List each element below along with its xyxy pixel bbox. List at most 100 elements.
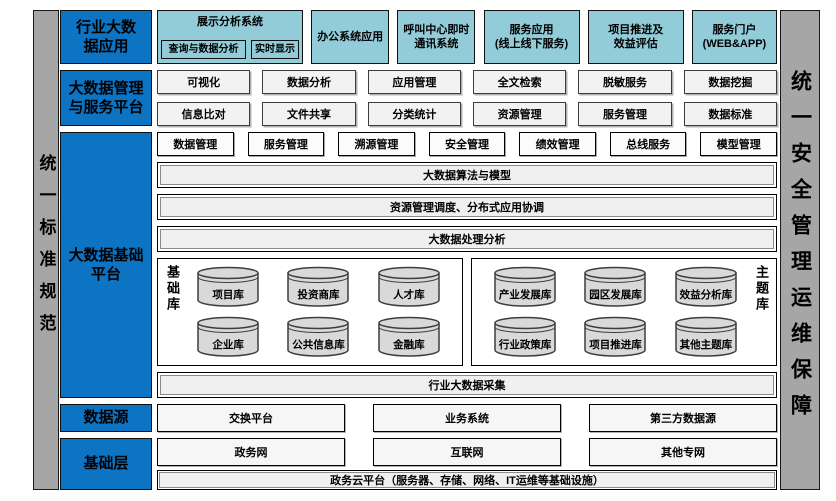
database-cylinder-icon xyxy=(287,267,350,307)
category-applications: 行业大数 据应用 xyxy=(60,10,152,64)
theme-database-group: 产业发展库 园区发展库 效益分析库 xyxy=(471,258,777,366)
database-investor-label: 投资商库 xyxy=(297,289,340,302)
band-datasource: 数据源 交换平台 业务系统 第三方数据源 xyxy=(60,404,777,432)
networks-row: 政务网 互联网 其他专网 xyxy=(157,438,777,466)
management-boxes-row: 数据管理 服务管理 溯源管理 安全管理 绩效管理 总线服务 模型管理 xyxy=(157,132,778,156)
database-other-themes: 其他主题库 xyxy=(674,316,738,358)
bar-government-cloud-label: 政务云平台（服务器、存储、网络、IT运维等基础设施） xyxy=(159,472,775,488)
database-cylinder-icon xyxy=(675,267,737,307)
service-box-file-sharing: 文件共享 xyxy=(262,102,356,126)
source-box-exchange-platform: 交换平台 xyxy=(157,404,345,432)
database-finance: 金融库 xyxy=(377,316,441,358)
database-cylinder-icon xyxy=(584,267,647,307)
database-park-development: 园区发展库 xyxy=(583,266,647,308)
mgmt-box-traceability-management: 溯源管理 xyxy=(338,132,415,156)
database-cylinder-icon xyxy=(197,267,259,307)
database-project-promotion-label: 项目推进库 xyxy=(589,338,642,351)
left-rail-label: 统一标准规范 xyxy=(36,154,56,346)
category-foundation: 大数据基础 平台 xyxy=(60,132,152,398)
bar-government-cloud: 政务云平台（服务器、存储、网络、IT运维等基础设施） xyxy=(157,470,777,490)
bar-data-collection: 行业大数据采集 xyxy=(157,372,777,398)
bar-data-collection-label: 行业大数据采集 xyxy=(160,375,774,395)
database-enterprise: 企业库 xyxy=(196,316,260,358)
database-other-themes-label: 其他主题库 xyxy=(679,338,733,351)
service-box-data-standard: 数据标准 xyxy=(683,102,777,126)
service-box-info-compare: 信息比对 xyxy=(157,102,251,126)
display-analysis-subs: 查询与数据分析 实时显示 xyxy=(161,40,299,59)
theme-database-grid: 产业发展库 园区发展库 效益分析库 xyxy=(480,265,751,359)
datasource-row: 交换平台 业务系统 第三方数据源 xyxy=(157,404,777,432)
database-groups-row: 基础库 项目库 投资商库 xyxy=(157,258,777,366)
foundation-content: 数据管理 服务管理 溯源管理 安全管理 绩效管理 总线服务 模型管理 大数据算法… xyxy=(157,132,778,398)
band-platform-services: 大数据管理 与服务平台 可视化 数据分析 应用管理 全文检索 脱敏服务 数据挖掘… xyxy=(60,70,777,126)
band-infrastructure: 基础层 政务网 互联网 其他专网 政务云平台（服务器、存储、网络、IT运维等基础… xyxy=(60,438,777,490)
sub-box-realtime-display: 实时显示 xyxy=(251,40,299,59)
database-cylinder-icon xyxy=(378,316,440,357)
band-foundation-platform: 大数据基础 平台 数据管理 服务管理 溯源管理 安全管理 绩效管理 总线服务 模… xyxy=(60,132,778,398)
category-infrastructure: 基础层 xyxy=(60,438,152,490)
mgmt-box-security-management: 安全管理 xyxy=(428,132,506,156)
theme-database-label: 主题库 xyxy=(754,265,769,313)
app-box-display-analysis: 展示分析系统 查询与数据分析 实时显示 xyxy=(157,10,303,64)
diagram-body: 行业大数 据应用 展示分析系统 查询与数据分析 实时显示 办公系统应用 呼叫中心… xyxy=(60,10,778,490)
service-box-classification-stats: 分类统计 xyxy=(367,102,461,126)
right-rail-security-ops: 统一安全管理运维保障 xyxy=(780,10,820,490)
database-investor: 投资商库 xyxy=(286,266,350,308)
service-box-visualization: 可视化 xyxy=(157,70,251,94)
service-box-fulltext-search: 全文检索 xyxy=(473,70,567,94)
app-box-call-center: 呼叫中心即时 通讯系统 xyxy=(397,10,476,64)
infrastructure-content: 政务网 互联网 其他专网 政务云平台（服务器、存储、网络、IT运维等基础设施） xyxy=(157,438,777,490)
left-rail-unified-standards: 统一标准规范 xyxy=(33,10,59,490)
app-box-service-app: 服务应用 (线上线下服务) xyxy=(483,10,580,64)
database-cylinder-icon xyxy=(197,316,259,357)
right-rail-label: 统一安全管理运维保障 xyxy=(788,70,812,430)
network-box-government: 政务网 xyxy=(157,438,345,466)
service-box-app-management: 应用管理 xyxy=(367,70,461,94)
network-box-internet: 互联网 xyxy=(373,438,561,466)
app-box-service-portal: 服务门户 (WEB&APP) xyxy=(691,10,777,64)
database-talent-label: 人才库 xyxy=(393,289,425,302)
bar-resource-scheduling: 资源管理调度、分布式应用协调 xyxy=(157,194,777,220)
app-box-project-evaluation: 项目推进及 效益评估 xyxy=(587,10,684,64)
band-applications: 行业大数 据应用 展示分析系统 查询与数据分析 实时显示 办公系统应用 呼叫中心… xyxy=(60,10,777,64)
database-industry-development: 产业发展库 xyxy=(493,266,557,308)
bar-processing-analysis: 大数据处理分析 xyxy=(157,226,777,252)
category-datasource: 数据源 xyxy=(60,404,152,432)
display-analysis-title: 展示分析系统 xyxy=(197,16,263,28)
database-cylinder-icon xyxy=(494,316,556,357)
service-box-resource-management: 资源管理 xyxy=(473,102,567,126)
base-database-grid: 项目库 投资商库 人才库 xyxy=(183,265,454,359)
mgmt-box-bus-service: 总线服务 xyxy=(609,132,687,156)
database-public-info-label: 公共信息库 xyxy=(292,338,345,351)
service-box-data-analysis: 数据分析 xyxy=(262,70,356,94)
source-box-third-party: 第三方数据源 xyxy=(589,404,777,432)
database-project-promotion: 项目推进库 xyxy=(583,316,647,358)
bar-algorithm-model: 大数据算法与模型 xyxy=(157,162,777,188)
base-database-group: 基础库 项目库 投资商库 xyxy=(157,258,463,366)
database-park-development-label: 园区发展库 xyxy=(589,289,642,302)
service-box-service-management: 服务管理 xyxy=(578,102,672,126)
mgmt-box-model-management: 模型管理 xyxy=(700,132,778,156)
platform-services-grid: 可视化 数据分析 应用管理 全文检索 脱敏服务 数据挖掘 信息比对 文件共享 分… xyxy=(157,70,777,126)
database-cylinder-icon xyxy=(494,267,556,307)
database-project-label: 项目库 xyxy=(212,289,244,302)
sub-box-query-analysis: 查询与数据分析 xyxy=(161,40,246,59)
mgmt-box-service-management: 服务管理 xyxy=(247,132,325,156)
mgmt-box-performance-management: 绩效管理 xyxy=(519,132,596,156)
database-benefit-analysis: 效益分析库 xyxy=(674,266,738,308)
database-benefit-analysis-label: 效益分析库 xyxy=(679,289,733,302)
mgmt-box-data-management: 数据管理 xyxy=(157,132,234,156)
database-cylinder-icon xyxy=(675,316,737,357)
network-box-other-private: 其他专网 xyxy=(589,438,777,466)
database-cylinder-icon xyxy=(584,316,647,357)
database-industry-policy-label: 行业政策库 xyxy=(498,338,552,351)
bar-algorithm-model-label: 大数据算法与模型 xyxy=(160,165,774,185)
database-cylinder-icon xyxy=(378,267,440,307)
database-public-info: 公共信息库 xyxy=(286,316,350,358)
service-box-data-mining: 数据挖掘 xyxy=(683,70,777,94)
database-talent: 人才库 xyxy=(377,266,441,308)
category-platform: 大数据管理 与服务平台 xyxy=(60,70,152,126)
database-industry-development-label: 产业发展库 xyxy=(498,289,552,302)
database-enterprise-label: 企业库 xyxy=(212,338,244,351)
